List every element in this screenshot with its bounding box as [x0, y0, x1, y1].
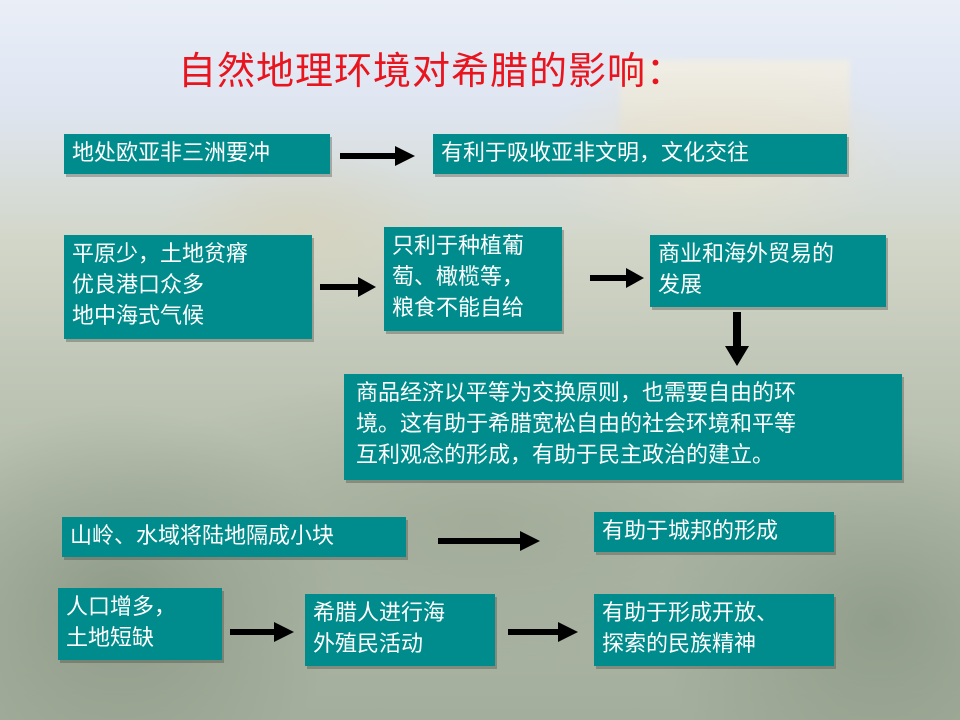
arrow-right-icon [590, 268, 644, 288]
arrow-right-icon [508, 622, 578, 642]
box-crops: 只利于种植葡 萄、橄榄等， 粮食不能自给 [384, 227, 562, 331]
box-city-state: 有助于城邦的形成 [594, 512, 834, 552]
arrow-right-icon [438, 531, 540, 551]
arrow-right-icon [320, 277, 376, 297]
box-colonization: 希腊人进行海 外殖民活动 [305, 594, 495, 666]
slide-title: 自然地理环境对希腊的影响： [178, 49, 686, 93]
arrow-right-icon [340, 146, 415, 166]
box-cultural-exchange: 有利于吸收亚非文明，文化交往 [433, 134, 847, 174]
arrow-down-icon [725, 312, 749, 366]
box-location: 地处欧亚非三洲要冲 [64, 134, 330, 174]
box-mountains-waters: 山岭、水域将陆地隔成小块 [62, 517, 406, 557]
arrow-right-icon [230, 622, 294, 642]
box-national-spirit: 有助于形成开放、 探索的民族精神 [594, 594, 834, 666]
box-commodity-economy: 商品经济以平等为交换原则，也需要自由的环 境。这有助于希腊宽松自由的社会环境和平… [344, 374, 902, 480]
box-population: 人口增多， 土地短缺 [58, 588, 222, 660]
box-geography-conditions: 平原少，土地贫瘠 优良港口众多 地中海式气候 [64, 235, 312, 339]
box-trade-development: 商业和海外贸易的 发展 [650, 235, 886, 307]
